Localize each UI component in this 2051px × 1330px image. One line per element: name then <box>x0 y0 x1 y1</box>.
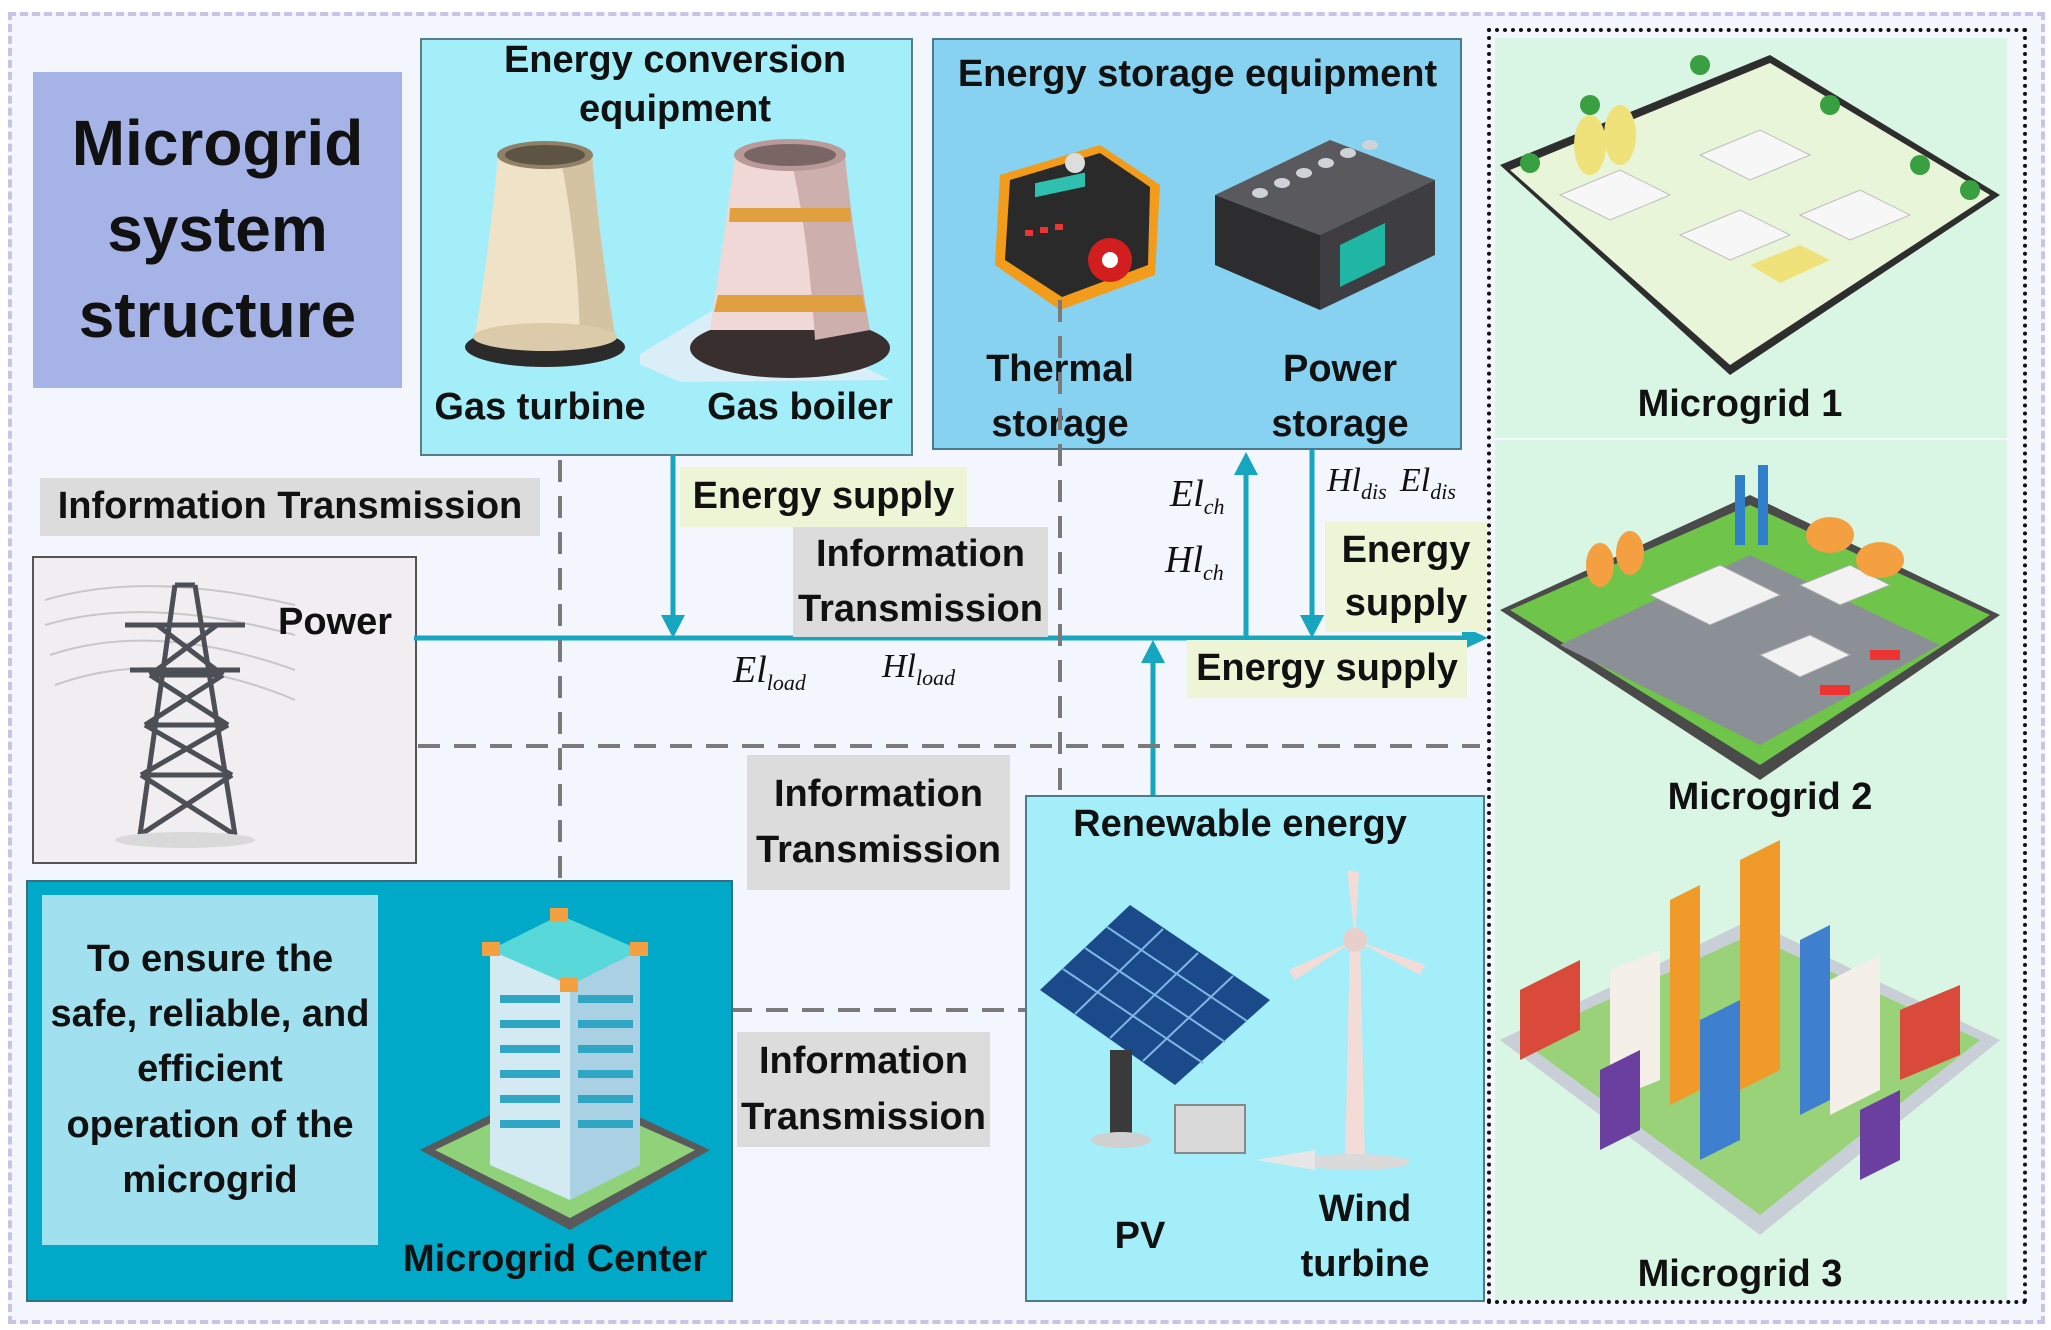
center-description-box: To ensure the safe, reliable, and effici… <box>42 895 378 1245</box>
power-storage-label: Power storage <box>1271 348 1409 446</box>
energy-conversion-title: Energy conversion equipment <box>503 39 847 131</box>
microgrid-1-label: Microgrid 1 <box>1637 383 1843 425</box>
transmission-tower-icon <box>45 582 296 848</box>
renewable-energy-box <box>1025 795 1485 1302</box>
microgrid-1-industrial-icon <box>1500 55 2000 375</box>
center-description: To ensure the safe, reliable, and effici… <box>50 938 370 1201</box>
gas-turbine-label: Gas turbine <box>434 386 646 428</box>
microgrid-2-factory-icon <box>1500 465 2000 780</box>
el-ch-symbol: Elch <box>1170 473 1225 519</box>
page-title: Microgrid system structure <box>71 107 364 351</box>
microgrid-3-city-icon <box>1500 840 2000 1235</box>
renewable-energy-title: Renewable energy <box>1073 803 1407 845</box>
hl-dis-symbol: Hldis <box>1327 462 1387 504</box>
hl-ch-symbol: Hlch <box>1165 539 1224 585</box>
pv-label: PV <box>1114 1215 1166 1257</box>
wind-turbine-icon <box>1255 870 1425 1170</box>
energy-supply-label-bus: Energy supply <box>1187 640 1467 698</box>
info-transmission-label-bottom: Information Transmission <box>737 1032 990 1147</box>
energy-storage-title: Energy storage equipment <box>957 53 1438 95</box>
gas-boiler-label: Gas boiler <box>707 386 893 428</box>
grid-box <box>32 556 417 864</box>
wind-turbine-label: Wind turbine <box>1300 1188 1430 1286</box>
microgrid-3-label: Microgrid 3 <box>1637 1253 1843 1295</box>
info-transmission-label-middle: Information Transmission <box>747 755 1010 890</box>
el-dis-symbol: Eldis <box>1400 462 1456 504</box>
energy-supply-label-storage: Energy supply <box>1325 522 1487 632</box>
hl-load-symbol: Hlload <box>882 648 956 690</box>
pv-panel-icon <box>1040 905 1270 1154</box>
power-label: Power <box>277 601 393 643</box>
microgrid-center-building-icon <box>420 908 710 1230</box>
microgrid-2-label: Microgrid 2 <box>1667 776 1873 818</box>
power-storage-icon <box>1215 140 1435 310</box>
gas-boiler-icon <box>640 139 890 382</box>
info-transmission-label-left: Information Transmission <box>40 478 540 536</box>
thermal-storage-icon <box>995 145 1160 310</box>
microgrid-center-label: Microgrid Center <box>402 1238 708 1280</box>
title-box: Microgrid system structure <box>33 72 402 388</box>
info-transmission-label-center: Information Transmission <box>793 527 1048 637</box>
gas-turbine-icon <box>465 141 625 367</box>
energy-supply-label-conversion: Energy supply <box>680 467 967 527</box>
el-load-symbol: Elload <box>733 649 806 695</box>
